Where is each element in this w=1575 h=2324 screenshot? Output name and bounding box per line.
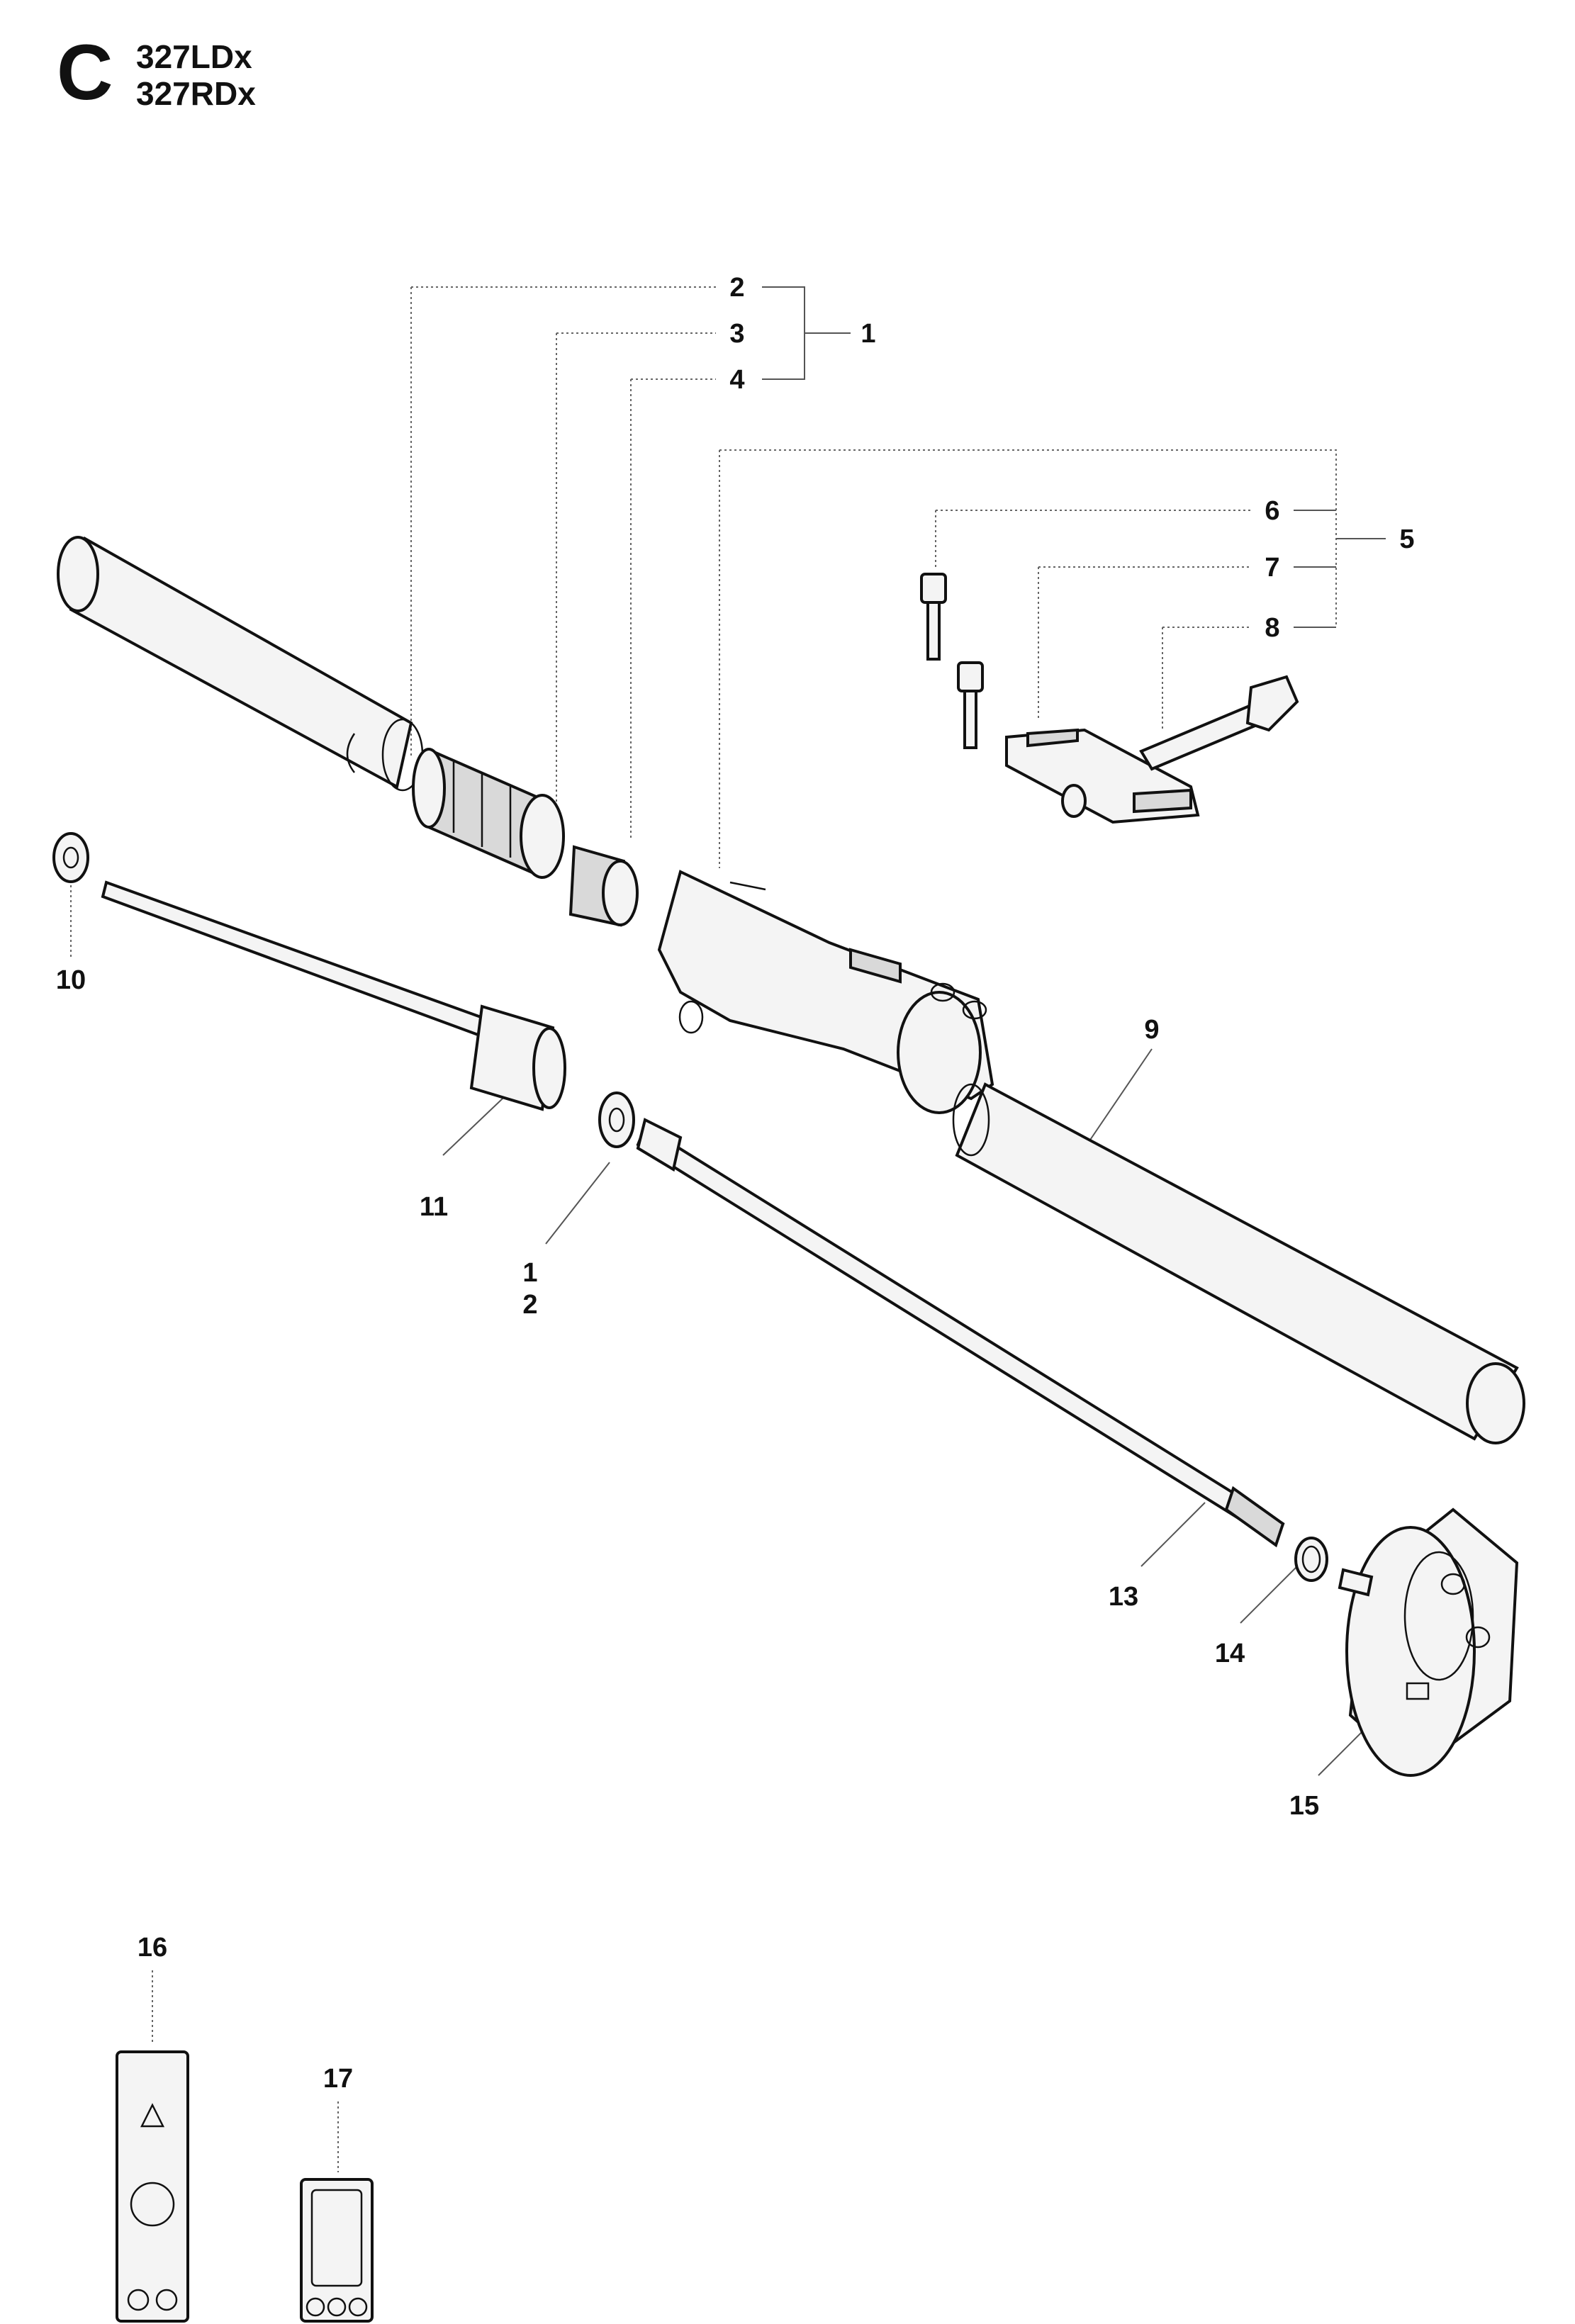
callout-10: 10	[56, 965, 86, 995]
washer-lower	[598, 1091, 635, 1148]
title-block: C 327LDx 327RDx	[57, 29, 256, 116]
callout-1-lower: 1	[522, 1258, 537, 1288]
drive-shaft-lower	[636, 1118, 1285, 1548]
parts	[52, 536, 1525, 2323]
callout-2-top: 2	[729, 273, 744, 303]
callout-labels: 2 3 4 1 5 6 7 8 9 10 11 1 2 13 14 15 16 …	[56, 273, 1415, 2094]
section-letter: C	[57, 29, 113, 116]
model-name-1: 327LDx	[136, 38, 252, 75]
callout-9: 9	[1144, 1015, 1159, 1045]
callout-7: 7	[1265, 553, 1279, 583]
clamp-lever	[1005, 728, 1200, 824]
clamp-bolt	[1139, 675, 1299, 771]
callout-6: 6	[1265, 496, 1279, 526]
model-name-2: 327RDx	[136, 75, 256, 112]
sleeve-nut	[568, 845, 639, 927]
callout-2-lower: 2	[522, 1290, 537, 1320]
callout-1-top: 1	[861, 319, 875, 349]
callout-8: 8	[1265, 613, 1279, 643]
clamp-housing	[657, 870, 994, 1114]
drive-shaft-upper	[101, 880, 566, 1111]
bushing	[412, 748, 565, 879]
callout-11: 11	[420, 1192, 448, 1222]
screws	[920, 573, 984, 749]
lower-shaft-tube	[952, 1082, 1525, 1444]
washer-10	[52, 832, 89, 883]
callout-14: 14	[1215, 1639, 1245, 1668]
leader-lines	[70, 286, 1386, 2172]
callout-4-top: 4	[729, 365, 744, 395]
callout-3-top: 3	[729, 319, 744, 349]
callout-17: 17	[323, 2064, 353, 2094]
callout-16: 16	[138, 1933, 167, 1963]
warning-decal-16	[116, 2050, 189, 2323]
clutch-drum	[1338, 1508, 1519, 1777]
callout-5: 5	[1399, 524, 1414, 554]
callout-13: 13	[1109, 1582, 1138, 1612]
product-decal-17	[300, 2178, 374, 2323]
upper-shaft-tube	[57, 536, 424, 792]
callout-15: 15	[1289, 1791, 1319, 1821]
o-ring	[1294, 1537, 1328, 1582]
